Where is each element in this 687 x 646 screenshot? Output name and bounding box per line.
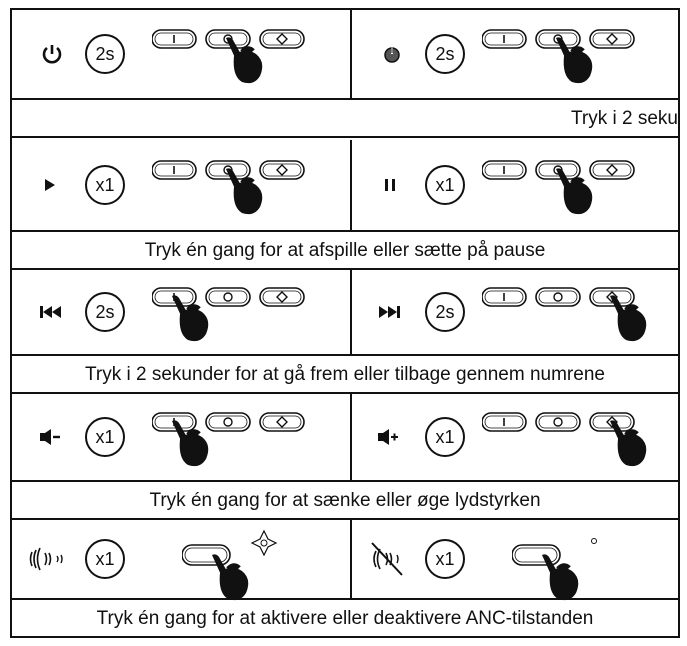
button-diagram [151, 407, 322, 484]
button-multifunction [535, 412, 581, 432]
repeat-badge: x1 [425, 165, 465, 205]
button-diagram [151, 24, 322, 101]
caption-tracks: Tryk i 2 sekunder for at gå frem eller t… [12, 356, 678, 394]
button-plus [589, 160, 635, 180]
cell-pause: x1 [350, 140, 678, 230]
pressing-hand-icon [172, 295, 209, 342]
instruction-table: 2s 2s Tryk i 2 seku x1 [10, 8, 680, 638]
group-play-pause: x1 x1 Tryk én gang for at afspille eller… [12, 140, 678, 270]
caption-anc: Tryk én gang for at aktivere eller deakt… [12, 600, 678, 638]
button-multifunction [205, 287, 251, 307]
duration-badge: 2s [85, 292, 125, 332]
button-diagram [481, 155, 652, 232]
power-off-icon [384, 46, 400, 63]
next-track-icon [379, 306, 400, 318]
row-power: 2s 2s [12, 10, 678, 100]
button-minus [481, 412, 527, 432]
button-diagram [481, 407, 652, 484]
anc-on-icon [29, 547, 63, 571]
button-multifunction [535, 287, 581, 307]
cell-power-off: 2s [350, 10, 678, 98]
cell-anc-on: x1 [12, 520, 350, 601]
caption-power: Tryk i 2 seku [12, 100, 678, 138]
button-minus [151, 29, 197, 49]
touch-surface [181, 544, 231, 566]
caption-volume: Tryk én gang for at sænke eller øge lyds… [12, 482, 678, 520]
row-play-pause: x1 x1 [12, 140, 678, 232]
row-volume: x1 x1 [12, 394, 678, 482]
button-plus [259, 287, 305, 307]
pressing-hand-icon [226, 168, 263, 215]
repeat-badge: x1 [85, 417, 125, 457]
cell-play: x1 [12, 140, 350, 230]
repeat-badge: x1 [85, 539, 125, 579]
cell-volume-down: x1 [12, 394, 350, 480]
duration-badge: 2s [425, 34, 465, 74]
row-tracks: 2s 2s [12, 270, 678, 356]
previous-track-icon [40, 306, 61, 318]
button-plus [589, 29, 635, 49]
pause-icon [385, 179, 395, 191]
button-diagram [151, 155, 322, 232]
pressing-hand-icon [556, 37, 593, 84]
anc-off-icon [371, 542, 403, 576]
group-anc: x1 x1 Tryk én gang for at aktivere eller… [12, 520, 678, 638]
repeat-badge: x1 [425, 417, 465, 457]
cell-power-on: 2s [12, 10, 350, 98]
button-diagram [481, 282, 652, 359]
cell-next: 2s [350, 270, 678, 354]
button-minus [151, 160, 197, 180]
dot-icon [591, 538, 597, 544]
repeat-badge: x1 [425, 539, 465, 579]
button-minus [481, 160, 527, 180]
touch-surface [511, 544, 561, 566]
button-plus [259, 29, 305, 49]
volume-up-icon [378, 429, 398, 445]
button-plus [259, 160, 305, 180]
button-minus [481, 29, 527, 49]
row-anc: x1 x1 [12, 520, 678, 601]
group-power: 2s 2s Tryk i 2 seku [12, 10, 678, 140]
pressing-hand-icon [226, 37, 263, 84]
touch-diagram [181, 529, 352, 606]
duration-badge: 2s [425, 292, 465, 332]
button-diagram [481, 24, 652, 101]
cell-previous: 2s [12, 270, 350, 354]
cell-anc-off: x1 [350, 520, 678, 601]
button-multifunction [205, 412, 251, 432]
duration-badge: 2s [85, 34, 125, 74]
group-tracks: 2s 2s Tryk i 2 sekunder for at gå frem e… [12, 270, 678, 394]
touch-diagram [511, 529, 682, 606]
pressing-hand-icon [542, 554, 579, 601]
button-diagram [151, 282, 322, 359]
pressing-hand-icon [556, 168, 593, 215]
power-icon [42, 45, 62, 64]
pressing-hand-icon [172, 420, 209, 467]
pressing-hand-icon [212, 554, 249, 601]
sparkle-icon [250, 529, 278, 557]
volume-down-icon [40, 429, 60, 445]
button-plus [259, 412, 305, 432]
pressing-hand-icon [610, 295, 647, 342]
repeat-badge: x1 [85, 165, 125, 205]
cell-volume-up: x1 [350, 394, 678, 480]
group-volume: x1 x1 Tryk én gang for at sænke eller øg… [12, 394, 678, 520]
pressing-hand-icon [610, 420, 647, 467]
button-minus [481, 287, 527, 307]
caption-play-pause: Tryk én gang for at afspille eller sætte… [12, 232, 678, 270]
play-icon [45, 179, 55, 191]
